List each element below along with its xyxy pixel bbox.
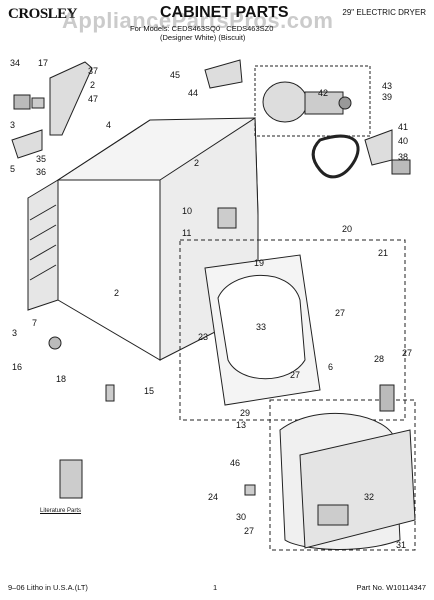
brand-logo: CROSLEY [8, 6, 78, 22]
door-catch [244, 484, 256, 496]
callout-27d: 27 [244, 526, 254, 536]
callout-2: 2 [90, 80, 95, 90]
door [279, 412, 416, 550]
watermark: AppliancePartsPros.com [62, 8, 334, 33]
callout-23: 23 [198, 332, 208, 342]
callout-15: 15 [144, 386, 154, 396]
callout-39: 39 [382, 92, 392, 102]
leveling-leg [48, 336, 62, 350]
front-panel [204, 254, 321, 406]
callout-47: 47 [88, 94, 98, 104]
callout-3: 3 [10, 120, 15, 130]
callout-42: 42 [318, 88, 328, 98]
page-number: 1 [213, 583, 218, 592]
callout-24: 24 [208, 492, 218, 502]
callout-34: 34 [10, 58, 20, 68]
callout-28: 28 [374, 354, 384, 364]
callout-7: 7 [32, 318, 37, 328]
idler-assembly [364, 129, 411, 175]
callout-27c: 27 [402, 348, 412, 358]
callout-29: 29 [240, 408, 250, 418]
callout-2b: 2 [194, 158, 199, 168]
callout-3b: 3 [12, 328, 17, 338]
door-hinge [379, 384, 395, 412]
model-numbers: For Models: CEDS463SQ0 CEDS463SZ0 [130, 24, 274, 33]
callout-36: 36 [36, 167, 46, 177]
callout-4: 4 [106, 120, 111, 130]
callout-44: 44 [188, 88, 198, 98]
callout-43: 43 [382, 81, 392, 91]
callout-16: 16 [12, 362, 22, 372]
footer-litho: 9–06 Litho in U.S.A.(LT) [8, 583, 88, 592]
model-variants: (Designer White) (Biscuit) [160, 33, 246, 42]
callout-11: 11 [182, 228, 191, 238]
callout-13: 13 [236, 420, 246, 430]
callout-40: 40 [398, 136, 408, 146]
door-area [269, 399, 416, 551]
callout-6: 6 [328, 362, 333, 372]
callout-35: 35 [36, 154, 46, 164]
callout-2c: 2 [114, 288, 119, 298]
dryer-type: 29" ELECTRIC DRYER [342, 8, 426, 17]
callout-labels: 34 17 37 2 47 3 35 36 5 4 45 44 43 42 39… [10, 58, 412, 550]
callout-27b: 27 [290, 370, 300, 380]
callout-41: 41 [398, 122, 408, 132]
drive-motor [204, 59, 371, 137]
page-title: CABINET PARTS [160, 4, 289, 21]
header: CROSLEY AppliancePartsPros.com CABINET P… [0, 0, 434, 44]
callout-21: 21 [378, 248, 388, 258]
callout-18: 18 [56, 374, 66, 384]
callout-38: 38 [398, 152, 408, 162]
callout-33: 33 [256, 322, 266, 332]
callout-30: 30 [236, 512, 246, 522]
callout-17: 17 [38, 58, 48, 68]
callout-46: 46 [230, 458, 240, 468]
part-number: Part No. W10114347 [356, 583, 427, 592]
door-switch [217, 207, 237, 229]
callout-10: 10 [182, 206, 192, 216]
literature-parts-label: Literature Parts [40, 508, 82, 514]
callout-45: 45 [170, 70, 180, 80]
callout-19: 19 [254, 258, 264, 268]
literature-parts [59, 459, 83, 499]
callout-5: 5 [10, 164, 15, 174]
callout-27: 27 [335, 308, 345, 318]
callout-37: 37 [88, 66, 98, 76]
drive-belt [311, 134, 360, 179]
callout-32: 32 [364, 492, 374, 502]
front-panel-area [179, 239, 406, 421]
callout-31: 31 [396, 540, 406, 550]
callout-20: 20 [342, 224, 352, 234]
door-strike [105, 384, 115, 402]
control-bracket [11, 61, 93, 159]
